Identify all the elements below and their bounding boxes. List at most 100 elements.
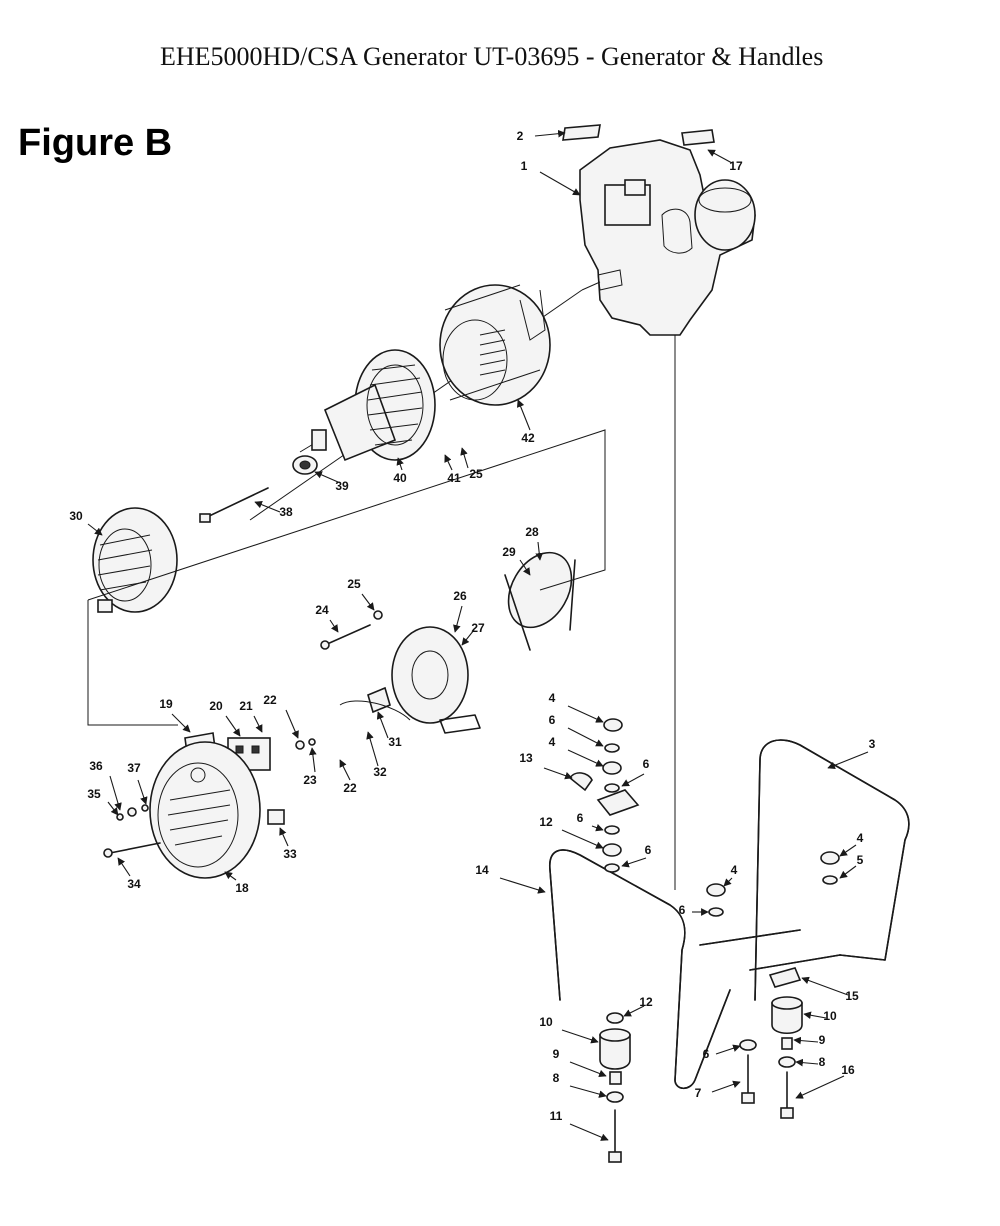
- callout-c31: 31: [376, 711, 402, 749]
- callout-leader: [224, 871, 237, 881]
- callout-label: 38: [279, 505, 293, 519]
- callout-c20: 20: [209, 699, 241, 737]
- callout-c22b: 22: [339, 759, 357, 795]
- callout-label: 10: [823, 1009, 837, 1023]
- callout-label: 25: [347, 577, 361, 591]
- mount-hardware-stack: [568, 718, 640, 873]
- callout-label: 7: [695, 1086, 702, 1100]
- callout-leader: [87, 523, 103, 536]
- callout-c19: 19: [159, 697, 191, 733]
- cover-hardware-part: [103, 804, 161, 858]
- callout-c4c: 4: [839, 831, 864, 857]
- bearing-part: [292, 455, 318, 475]
- callout-c7: 7: [695, 1080, 741, 1100]
- callout-label: 14: [475, 863, 489, 877]
- callout-leader: [621, 773, 645, 787]
- callout-c30: 30: [69, 509, 103, 536]
- callout-leader: [543, 767, 573, 780]
- callout-label: 34: [127, 877, 141, 891]
- callout-label: 5: [857, 853, 864, 867]
- callout-label: 29: [502, 545, 516, 559]
- callout-c25a: 25: [460, 447, 483, 481]
- callout-leader: [839, 865, 857, 879]
- callout-leader: [535, 541, 544, 561]
- callout-label: 30: [69, 509, 83, 523]
- vibration-mount-left: [599, 1028, 631, 1070]
- callout-label: 20: [209, 699, 223, 713]
- callout-c28: 28: [525, 525, 544, 561]
- callout-leader: [561, 829, 604, 849]
- callout-leader: [519, 559, 531, 576]
- callout-c5: 5: [839, 853, 864, 879]
- callout-c4b: 4: [549, 735, 604, 767]
- callout-c23: 23: [303, 747, 317, 787]
- callout-c41: 41: [444, 454, 461, 485]
- callout-leader: [254, 500, 281, 513]
- right-hardware: [706, 851, 840, 988]
- callout-label: 4: [731, 863, 738, 877]
- callout-label: 31: [388, 735, 402, 749]
- callout-leader: [827, 751, 869, 770]
- callout-leader: [285, 709, 299, 739]
- callout-label: 24: [315, 603, 329, 617]
- callout-c11: 11: [550, 1109, 609, 1141]
- callout-label: 19: [159, 697, 173, 711]
- callout-leader: [444, 454, 453, 471]
- callout-c6c: 6: [577, 811, 604, 832]
- callout-label: 25: [469, 467, 483, 481]
- callout-c26: 26: [453, 589, 467, 633]
- end-bell-part: [391, 626, 481, 734]
- callout-c9b: 9: [793, 1033, 826, 1047]
- callout-leader: [839, 844, 857, 857]
- callout-leader: [567, 705, 604, 723]
- callout-label: 12: [639, 995, 653, 1009]
- callout-c34: 34: [117, 857, 141, 891]
- callout-c37: 37: [127, 761, 148, 805]
- callout-label: 21: [239, 699, 253, 713]
- callout-leader: [539, 171, 581, 196]
- callout-c25b: 25: [347, 577, 375, 611]
- callout-leader: [795, 1058, 819, 1067]
- callout-leader: [225, 715, 241, 737]
- callout-label: 22: [343, 781, 357, 795]
- callout-leader: [137, 779, 148, 805]
- callout-leader: [795, 1075, 845, 1099]
- callout-c6a: 6: [549, 713, 604, 747]
- callout-c10a: 10: [539, 1015, 599, 1044]
- callout-label: 8: [819, 1055, 826, 1069]
- callout-c12b: 12: [623, 995, 653, 1017]
- callout-leader: [623, 1005, 645, 1017]
- callout-c2: 2: [517, 129, 566, 143]
- callout-c1: 1: [521, 159, 581, 196]
- callout-leader: [561, 1029, 599, 1044]
- callout-c38: 38: [254, 500, 293, 519]
- callout-c42: 42: [516, 399, 535, 445]
- callout-label: 9: [553, 1047, 560, 1061]
- callout-leader: [569, 1123, 609, 1141]
- callout-c35: 35: [87, 787, 119, 816]
- callout-leader: [314, 471, 339, 483]
- callout-label: 32: [373, 765, 387, 779]
- callout-leader: [253, 715, 263, 733]
- callout-leader: [723, 877, 733, 887]
- callout-leader: [376, 711, 389, 739]
- callout-label: 40: [393, 471, 407, 485]
- callout-label: 13: [519, 751, 533, 765]
- stator-housing-part: [439, 284, 551, 406]
- callout-c4d: 4: [723, 863, 738, 887]
- callout-leader: [453, 605, 463, 633]
- callout-label: 12: [539, 815, 553, 829]
- callout-label: 39: [335, 479, 349, 493]
- callout-c12a: 12: [539, 815, 604, 849]
- callout-c22a: 22: [263, 693, 299, 739]
- callout-leader: [309, 747, 317, 773]
- callout-leader: [499, 877, 546, 894]
- callout-c10b: 10: [803, 1009, 837, 1023]
- callout-leader: [366, 731, 379, 767]
- callout-leader: [621, 857, 647, 868]
- callout-c27: 27: [461, 621, 485, 646]
- callout-c15: 15: [801, 976, 859, 1003]
- callout-c6f: 6: [703, 1044, 741, 1061]
- callout-leader: [591, 824, 604, 832]
- callout-leader: [534, 129, 566, 138]
